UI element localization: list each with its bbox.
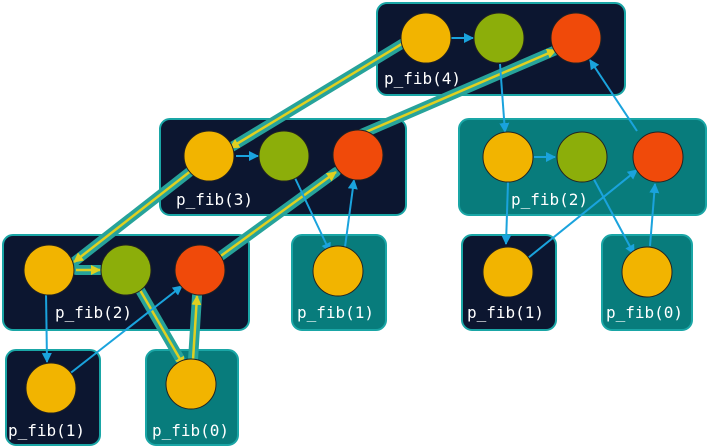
path-fib2-to-fib0 <box>135 285 189 371</box>
path-fib0-to-sync <box>188 291 202 365</box>
sync-node <box>632 131 684 183</box>
sync-node <box>332 129 384 181</box>
sync-node <box>174 244 226 296</box>
call-node <box>258 130 310 182</box>
arrow <box>527 169 638 259</box>
leaf-node <box>25 362 77 414</box>
call-box-label: p_fib(1) <box>467 303 544 322</box>
spawn-node <box>183 130 235 182</box>
arrow <box>649 183 660 247</box>
call-box-label: p_fib(1) <box>8 421 85 440</box>
path-fib4-to-fib3 <box>225 37 410 153</box>
call-box-fib2-right-nodes <box>482 131 684 183</box>
call-box-label: p_fib(0) <box>152 421 229 440</box>
spawn-node <box>482 131 534 183</box>
call-node <box>473 12 525 64</box>
path-fib2-to-fib3-sync <box>213 167 341 263</box>
arrow <box>589 59 638 132</box>
dependency-arrows <box>41 33 660 376</box>
call-box-fib2-left-nodes <box>23 244 226 296</box>
path-fib3-to-fib4-sync <box>347 45 561 143</box>
call-box-fib3-nodes <box>183 129 384 182</box>
leaf-node <box>165 358 217 410</box>
call-box-label: p_fib(2) <box>55 303 132 322</box>
call-node <box>100 244 152 296</box>
call-box-label: p_fib(0) <box>606 303 683 322</box>
call-box-label: p_fib(4) <box>384 69 461 88</box>
call-node <box>556 131 608 183</box>
spawn-node <box>400 12 452 64</box>
leaf-node <box>312 245 364 297</box>
spawn-node <box>23 244 75 296</box>
path-fib3-to-fib2 <box>69 165 197 267</box>
arrow <box>499 63 510 133</box>
call-box-fib4-nodes <box>400 12 602 64</box>
call-box-label: p_fib(3) <box>176 190 253 209</box>
arrow <box>294 177 331 253</box>
execution-path-highlight <box>69 37 561 371</box>
arrow <box>501 181 512 245</box>
call-box-label: p_fib(1) <box>297 303 374 322</box>
call-box-label: p_fib(2) <box>511 190 588 209</box>
leaf-node <box>621 246 673 298</box>
arrow <box>41 291 52 363</box>
leaf-node <box>482 246 534 298</box>
arrow <box>344 179 358 248</box>
sync-node <box>550 12 602 64</box>
arrow <box>67 285 183 376</box>
arrow <box>589 171 635 255</box>
